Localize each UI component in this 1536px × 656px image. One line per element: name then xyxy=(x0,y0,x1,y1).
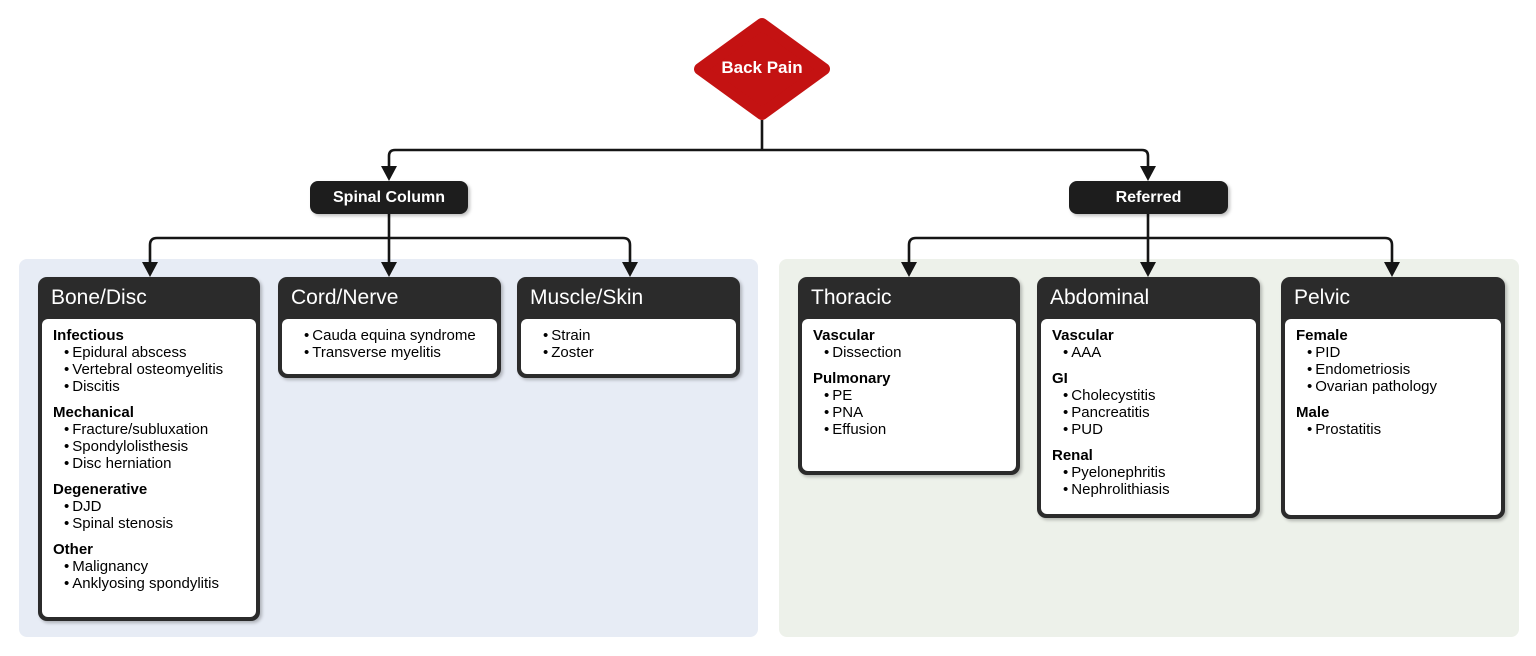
list-item: Transverse myelitis xyxy=(293,344,486,361)
card-bone-disc[interactable]: Bone/Disc InfectiousEpidural abscessVert… xyxy=(38,277,260,621)
arrowhead-pelvic xyxy=(1384,262,1400,277)
list-item: Pyelonephritis xyxy=(1052,464,1245,481)
card-section: GICholecystitisPancreatitisPUD xyxy=(1052,370,1245,438)
list-item: PUD xyxy=(1052,421,1245,438)
card-muscle-skin[interactable]: Muscle/Skin StrainZoster xyxy=(517,277,740,378)
card-section: MaleProstatitis xyxy=(1296,404,1490,438)
card-section: StrainZoster xyxy=(532,327,725,361)
card-body: InfectiousEpidural abscessVertebral oste… xyxy=(42,319,256,617)
card-body: Cauda equina syndromeTransverse myelitis xyxy=(282,319,497,374)
arrowhead-bone-disc xyxy=(142,262,158,277)
card-title: Thoracic xyxy=(811,286,892,309)
section-heading: Infectious xyxy=(53,327,124,344)
list-item: Strain xyxy=(532,327,725,344)
section-heading: Male xyxy=(1296,404,1330,421)
connector-level1 xyxy=(387,148,1150,170)
node-referred[interactable]: Referred xyxy=(1069,181,1228,214)
card-thoracic[interactable]: Thoracic VascularDissectionPulmonaryPEPN… xyxy=(798,277,1020,475)
list-item: Nephrolithiasis xyxy=(1052,481,1245,498)
list-item: Spinal stenosis xyxy=(53,515,245,532)
list-item: PNA xyxy=(813,404,1005,421)
arrowhead-cord-nerve xyxy=(381,262,397,277)
arrowhead-referred xyxy=(1140,166,1156,181)
list-item: AAA xyxy=(1052,344,1245,361)
section-heading: Pulmonary xyxy=(813,370,891,387)
section-heading: Female xyxy=(1296,327,1348,344)
list-item: Fracture/subluxation xyxy=(53,421,245,438)
list-item: Anklyosing spondylitis xyxy=(53,575,245,592)
list-item: DJD xyxy=(53,498,245,515)
back-pain-diamond[interactable] xyxy=(694,18,830,120)
arrowhead-abdominal xyxy=(1140,262,1156,277)
card-title: Muscle/Skin xyxy=(530,286,644,309)
arrowhead-muscle-skin xyxy=(622,262,638,277)
list-item: Malignancy xyxy=(53,558,245,575)
list-item: Disc herniation xyxy=(53,455,245,472)
card-body: StrainZoster xyxy=(521,319,736,374)
section-heading: Vascular xyxy=(813,327,875,344)
card-title: Bone/Disc xyxy=(51,286,147,309)
list-item: Spondylolisthesis xyxy=(53,438,245,455)
card-abdominal[interactable]: Abdominal VascularAAA GICholecystitisPanc… xyxy=(1037,277,1260,518)
card-section: RenalPyelonephritisNephrolithiasis xyxy=(1052,447,1245,498)
card-title: Abdominal xyxy=(1050,286,1150,309)
section-heading: Renal xyxy=(1052,447,1093,464)
list-item: Ovarian pathology xyxy=(1296,378,1490,395)
connector-spinal-branches xyxy=(148,236,632,263)
card-section: PulmonaryPEPNAEffusion xyxy=(813,370,1005,438)
list-item: Pancreatitis xyxy=(1052,404,1245,421)
section-heading: Other xyxy=(53,541,94,558)
card-section: VascularAAA xyxy=(1052,327,1245,361)
card-body: VascularDissectionPulmonaryPEPNAEffusion xyxy=(802,319,1016,471)
arrowhead-spinal-column xyxy=(381,166,397,181)
root-node-label[interactable]: Back Pain xyxy=(721,58,803,77)
list-item: Prostatitis xyxy=(1296,421,1490,438)
card-section: DegenerativeDJDSpinal stenosis xyxy=(53,481,245,532)
card-cord-nerve[interactable]: Cord/Nerve Cauda equina syndromeTransver… xyxy=(278,277,501,378)
list-item: Vertebral osteomyelitis xyxy=(53,361,245,378)
list-item: PID xyxy=(1296,344,1490,361)
list-item: Cauda equina syndrome xyxy=(293,327,486,344)
card-section: Cauda equina syndromeTransverse myelitis xyxy=(293,327,486,361)
card-body: VascularAAA GICholecystitisPancreatitisPU… xyxy=(1041,319,1256,514)
list-item: Discitis xyxy=(53,378,245,395)
card-section: VascularDissection xyxy=(813,327,1005,361)
arrowhead-thoracic xyxy=(901,262,917,277)
card-pelvic[interactable]: Pelvic FemalePIDEndometriosisOvarian pat… xyxy=(1281,277,1505,519)
card-section: OtherMalignancyAnklyosing spondylitis xyxy=(53,541,245,592)
list-item: Endometriosis xyxy=(1296,361,1490,378)
section-heading: Vascular xyxy=(1052,327,1114,344)
list-item: Zoster xyxy=(532,344,725,361)
section-heading: GI xyxy=(1052,370,1068,387)
card-body: FemalePIDEndometriosisOvarian pathologyM… xyxy=(1285,319,1501,515)
card-section: InfectiousEpidural abscessVertebral oste… xyxy=(53,327,245,395)
card-section: FemalePIDEndometriosisOvarian pathology xyxy=(1296,327,1490,395)
list-item: Epidural abscess xyxy=(53,344,245,361)
connector-referred-branches xyxy=(907,236,1394,263)
card-title: Pelvic xyxy=(1294,286,1351,309)
card-section: MechanicalFracture/subluxationSpondyloli… xyxy=(53,404,245,472)
card-title: Cord/Nerve xyxy=(291,286,399,309)
list-item: Cholecystitis xyxy=(1052,387,1245,404)
list-item: Dissection xyxy=(813,344,1005,361)
list-item: Effusion xyxy=(813,421,1005,438)
section-heading: Degenerative xyxy=(53,481,148,498)
list-item: PE xyxy=(813,387,1005,404)
node-spinal-column[interactable]: Spinal Column xyxy=(310,181,468,214)
section-heading: Mechanical xyxy=(53,404,134,421)
